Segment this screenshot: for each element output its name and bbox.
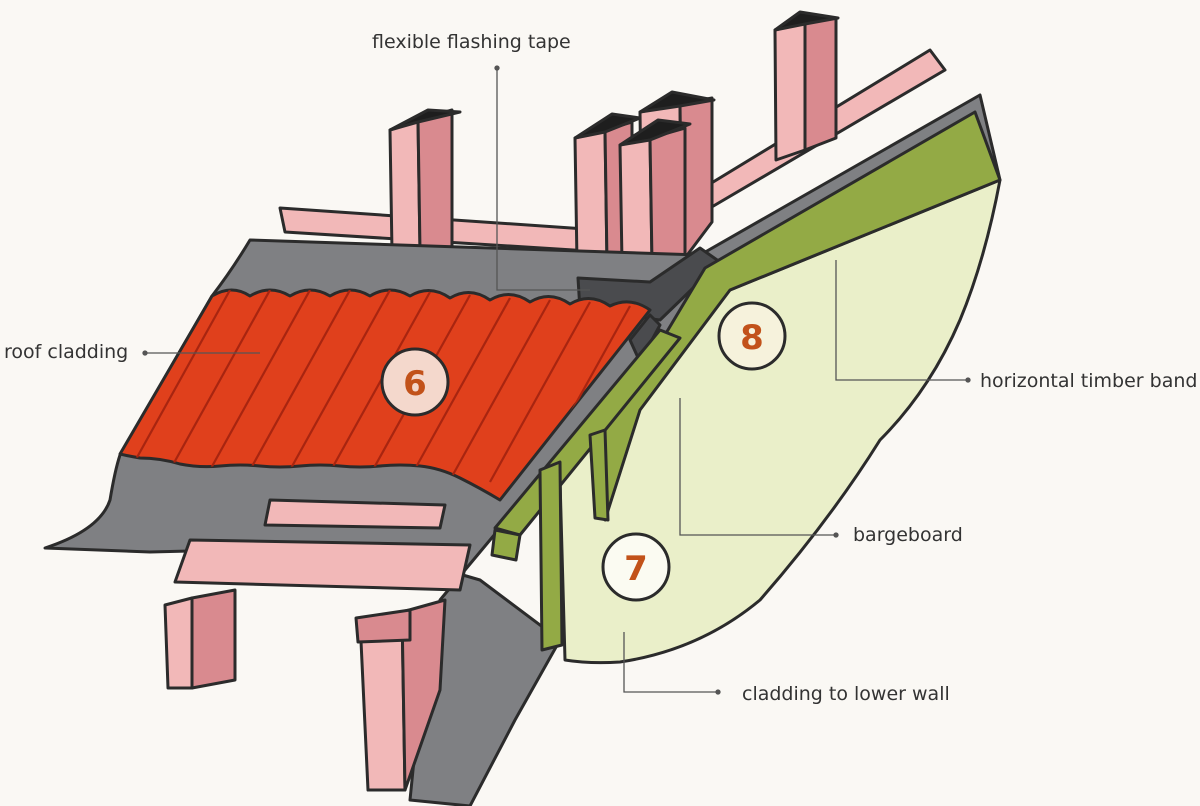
upper-framing	[278, 10, 947, 264]
marker-8-number: 8	[740, 318, 764, 358]
label-timber-band: horizontal timber band	[980, 370, 1198, 392]
label-flashing-tape: flexible flashing tape	[372, 31, 571, 53]
lower-wall-cladding	[558, 178, 1002, 665]
marker-6: 6	[380, 347, 450, 417]
leader-lower-wall	[623, 632, 718, 693]
marker-7-number: 7	[624, 549, 648, 589]
lower-framing	[163, 498, 472, 792]
leader-lines	[142, 65, 971, 695]
marker-6-number: 6	[403, 364, 427, 404]
marker-7: 7	[601, 532, 671, 602]
label-bargeboard: bargeboard	[853, 524, 963, 546]
label-roof-cladding: roof cladding	[4, 341, 129, 363]
bargeboard-band	[490, 110, 1002, 652]
marker-8: 8	[717, 301, 787, 371]
label-lower-wall: cladding to lower wall	[742, 683, 950, 705]
leader-timber-band	[835, 260, 968, 381]
leader-bargeboard	[679, 398, 836, 536]
leader-flashing-tape	[496, 68, 590, 291]
